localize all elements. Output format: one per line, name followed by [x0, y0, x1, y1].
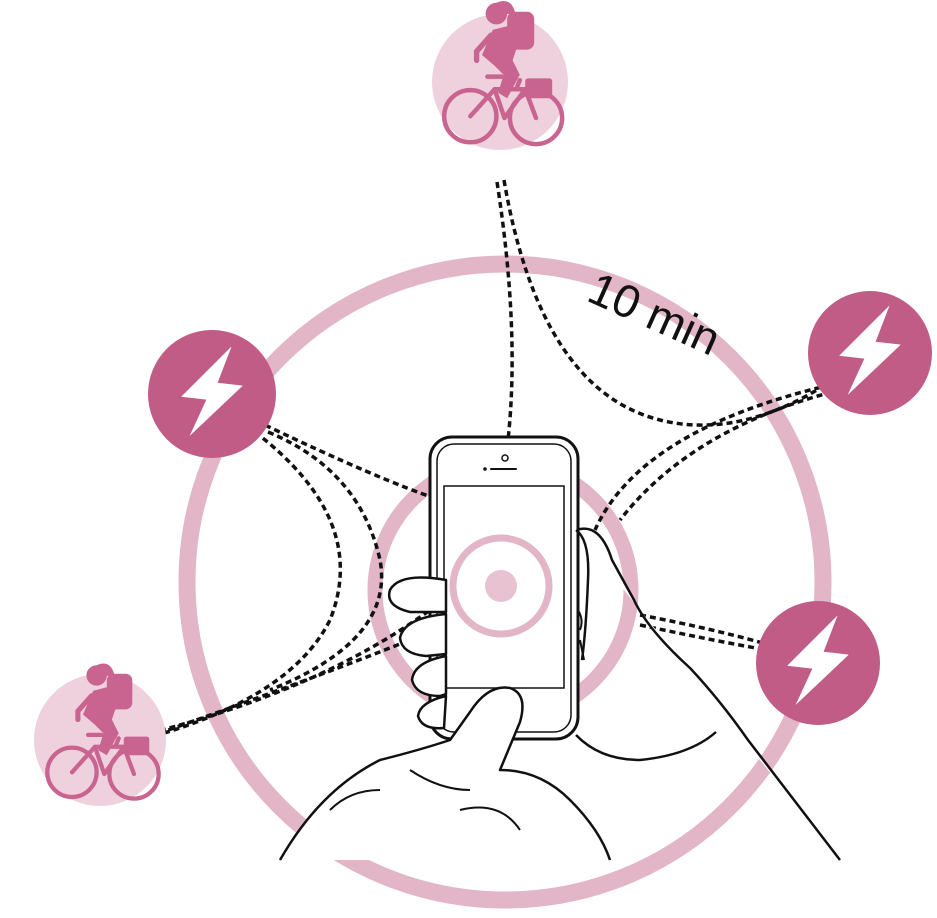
courier-top	[432, 1, 568, 150]
courier-bottom-left	[34, 664, 166, 807]
range-label: 10 min	[581, 262, 728, 366]
link-left-station-b	[140, 432, 340, 740]
smartphone-in-hands	[280, 437, 840, 860]
holding-hand-palm	[576, 732, 716, 760]
charging-station-right-bottom	[756, 601, 880, 725]
screen-location-dot	[485, 570, 517, 602]
link-right-low-station-b	[640, 615, 780, 648]
link-left-station-a	[265, 425, 440, 500]
link-top-courier	[497, 182, 512, 440]
charging-station-left	[148, 330, 276, 458]
charging-station-right-top	[808, 291, 932, 415]
